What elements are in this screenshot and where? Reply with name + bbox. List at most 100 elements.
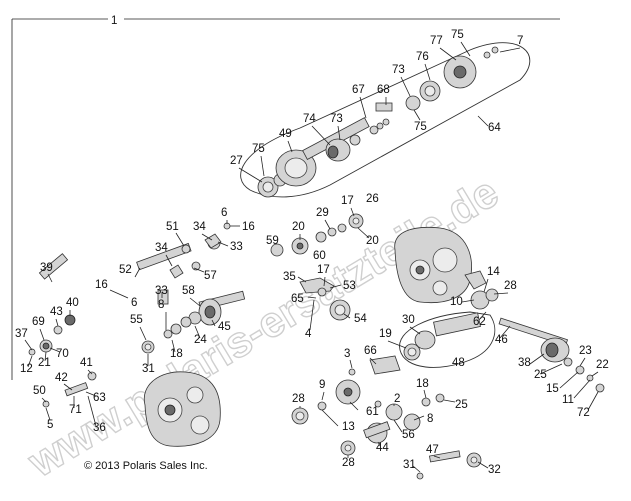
part-label: 16 bbox=[95, 279, 108, 291]
part-label: 21 bbox=[38, 357, 51, 369]
part-label: 10 bbox=[450, 296, 463, 308]
part-label: 20 bbox=[292, 221, 305, 233]
part-label: 3 bbox=[344, 348, 350, 360]
bottom-center-parts bbox=[291, 355, 482, 480]
part-label: 23 bbox=[579, 345, 592, 357]
part-label: 55 bbox=[130, 314, 143, 326]
part-label: 2 bbox=[394, 393, 400, 405]
part-label: 75 bbox=[252, 143, 265, 155]
assembly-frame bbox=[11, 18, 560, 380]
part-label: 47 bbox=[426, 444, 439, 456]
part-label: 61 bbox=[366, 406, 379, 418]
part-label: 44 bbox=[376, 442, 389, 454]
part-label: 67 bbox=[352, 84, 365, 96]
part-label: 60 bbox=[313, 250, 326, 262]
left-small-parts bbox=[28, 253, 97, 408]
part-label: 75 bbox=[414, 121, 427, 133]
part-label: 9 bbox=[319, 379, 325, 391]
part-label: 43 bbox=[50, 306, 63, 318]
part-label: 8 bbox=[158, 299, 164, 311]
part-label: 29 bbox=[316, 207, 329, 219]
front-output-group bbox=[470, 288, 605, 393]
part-label: 12 bbox=[20, 363, 33, 375]
part-label: 34 bbox=[155, 242, 168, 254]
part-label: 18 bbox=[170, 348, 183, 360]
part-label: 27 bbox=[230, 155, 243, 167]
idler-gear-group bbox=[270, 213, 364, 257]
part-label: 25 bbox=[455, 399, 468, 411]
part-label: 13 bbox=[342, 421, 355, 433]
part-label: 74 bbox=[303, 113, 316, 125]
part-label: 28 bbox=[342, 457, 355, 469]
part-label: 66 bbox=[364, 345, 377, 357]
part-label: 17 bbox=[317, 264, 330, 276]
part-label: 68 bbox=[377, 84, 390, 96]
part-label: 72 bbox=[577, 407, 590, 419]
part-label: 69 bbox=[32, 316, 45, 328]
copyright-text: © 2013 Polaris Sales Inc. bbox=[84, 460, 208, 472]
transmission-case-left bbox=[143, 371, 221, 447]
part-label: 77 bbox=[430, 35, 443, 47]
part-label: 6 bbox=[131, 297, 137, 309]
part-label: 34 bbox=[193, 221, 206, 233]
part-label: 15 bbox=[546, 383, 559, 395]
part-label: 5 bbox=[47, 419, 53, 431]
part-label: 8 bbox=[427, 413, 433, 425]
part-label: 62 bbox=[473, 316, 486, 328]
part-label: 59 bbox=[266, 235, 279, 247]
part-label: 28 bbox=[504, 280, 517, 292]
part-label: 37 bbox=[15, 328, 28, 340]
part-label: 7 bbox=[517, 35, 523, 47]
part-label: 36 bbox=[93, 422, 106, 434]
part-label: 18 bbox=[416, 378, 429, 390]
part-label: 50 bbox=[33, 385, 46, 397]
part-label: 31 bbox=[142, 363, 155, 375]
part-label: 30 bbox=[402, 314, 415, 326]
part-label: 65 bbox=[291, 293, 304, 305]
part-label: 6 bbox=[221, 207, 227, 219]
part-label: 38 bbox=[518, 357, 531, 369]
part-label: 31 bbox=[403, 459, 416, 471]
part-label: 76 bbox=[416, 51, 429, 63]
part-label: 20 bbox=[366, 235, 379, 247]
part-label: 42 bbox=[55, 372, 68, 384]
part-label: 17 bbox=[341, 195, 354, 207]
part-label: 46 bbox=[495, 334, 508, 346]
part-label: 53 bbox=[343, 280, 356, 292]
part-label: 49 bbox=[279, 128, 292, 140]
part-label: 28 bbox=[292, 393, 305, 405]
rear-output-group bbox=[399, 311, 496, 368]
part-label: 75 bbox=[451, 29, 464, 41]
part-label: 22 bbox=[596, 359, 609, 371]
part-label: 58 bbox=[182, 285, 195, 297]
part-label: 14 bbox=[487, 266, 500, 278]
part-label: 48 bbox=[452, 357, 465, 369]
part-label: 57 bbox=[204, 270, 217, 282]
part-label: 11 bbox=[562, 394, 574, 406]
output-shaft-group bbox=[240, 42, 531, 198]
part-label: 35 bbox=[283, 271, 296, 283]
part-label: 1 bbox=[111, 15, 117, 27]
part-label: 40 bbox=[66, 297, 79, 309]
part-label: 24 bbox=[194, 334, 207, 346]
part-label: 52 bbox=[119, 264, 132, 276]
part-label: 73 bbox=[392, 64, 405, 76]
part-label: 73 bbox=[330, 113, 343, 125]
part-label: 33 bbox=[155, 285, 168, 297]
part-label: 39 bbox=[40, 262, 53, 274]
transmission-case-right bbox=[394, 226, 487, 304]
part-label: 63 bbox=[93, 392, 106, 404]
part-label: 32 bbox=[488, 464, 501, 476]
part-label: 64 bbox=[488, 122, 501, 134]
part-label: 45 bbox=[218, 321, 231, 333]
part-label: 51 bbox=[166, 221, 179, 233]
part-label: 26 bbox=[366, 193, 379, 205]
shift-drum-group bbox=[136, 222, 246, 354]
part-label: 71 bbox=[69, 404, 82, 416]
part-label: 25 bbox=[534, 369, 547, 381]
part-label: 4 bbox=[305, 328, 312, 340]
part-number-labels: 1 75 7 77 76 73 67 68 75 64 74 73 49 75 … bbox=[15, 15, 609, 476]
part-label: 41 bbox=[80, 357, 93, 369]
part-label: 70 bbox=[56, 348, 69, 360]
